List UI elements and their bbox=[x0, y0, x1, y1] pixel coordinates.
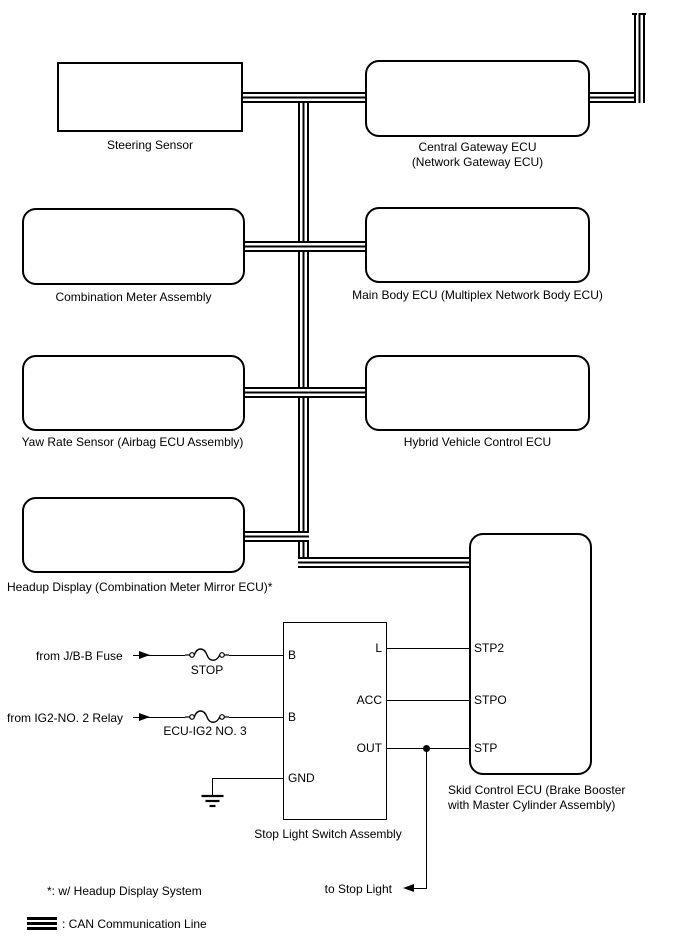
skid-control-label-line1: Skid Control ECU (Brake Booster bbox=[448, 783, 626, 797]
pin-l: L bbox=[375, 641, 382, 655]
central-gateway-box bbox=[365, 60, 590, 137]
pin-gnd: GND bbox=[288, 771, 315, 785]
to-stop-light-label: to Stop Light bbox=[324, 882, 392, 896]
can-line-legend-label: : CAN Communication Line bbox=[62, 917, 207, 931]
wire-l-to-stp2 bbox=[387, 648, 469, 649]
fuse-ecu-ig2-label: ECU-IG2 NO. 3 bbox=[163, 724, 247, 738]
pin-stpo: STPO bbox=[474, 693, 507, 707]
can-line-legend-icon bbox=[27, 917, 57, 930]
from-jbb-fuse-label: from J/B-B Fuse bbox=[36, 649, 123, 663]
main-body-ecu-label: Main Body ECU (Multiplex Network Body EC… bbox=[352, 288, 603, 302]
headup-display-box bbox=[22, 497, 245, 573]
yaw-rate-sensor-label: Yaw Rate Sensor (Airbag ECU Assembly) bbox=[21, 435, 244, 449]
skid-control-ecu-label: Skid Control ECU (Brake Booster with Mas… bbox=[448, 783, 625, 813]
headup-footnote: *: w/ Headup Display System bbox=[47, 884, 202, 898]
arrow-left-stoplight bbox=[403, 884, 414, 892]
wire-gnd-vertical bbox=[212, 778, 213, 795]
main-body-ecu-box bbox=[365, 207, 590, 283]
can-row3-yaw-to-hybrid bbox=[245, 387, 365, 398]
combination-meter-label: Combination Meter Assembly bbox=[55, 290, 212, 304]
yaw-rate-sensor-box bbox=[22, 355, 245, 431]
fuse-symbol-stop bbox=[185, 648, 229, 661]
can-top-cap-left bbox=[632, 13, 637, 15]
arrow-right-ig2 bbox=[139, 713, 150, 721]
can-gateway-right-segment bbox=[590, 92, 645, 103]
can-top-right-vertical bbox=[634, 13, 645, 103]
pin-b2: B bbox=[288, 710, 297, 724]
can-bottom-to-skid bbox=[298, 557, 469, 568]
headup-display-label: Headup Display (Combination Meter Mirror… bbox=[7, 580, 273, 594]
wire-gnd-horizontal bbox=[212, 778, 283, 779]
steering-sensor-box bbox=[57, 62, 243, 132]
central-gateway-label: Central Gateway ECU (Network Gateway ECU… bbox=[365, 140, 590, 170]
pin-stp: STP bbox=[474, 741, 498, 755]
skid-control-label-line2: with Master Cylinder Assembly) bbox=[448, 798, 616, 812]
wire-ig2-right bbox=[229, 717, 283, 718]
can-trunk-vertical bbox=[298, 92, 309, 568]
can-row2-meter-to-mainbody bbox=[245, 241, 365, 252]
fuse-stop-label: STOP bbox=[190, 663, 224, 677]
steering-sensor-label: Steering Sensor bbox=[106, 138, 194, 152]
can-row4-headup-branch bbox=[245, 531, 309, 542]
ground-symbol bbox=[201, 794, 224, 808]
pin-stp2: STP2 bbox=[474, 641, 505, 655]
wire-stoplight-vertical bbox=[426, 748, 427, 888]
skid-control-ecu-box bbox=[469, 533, 592, 775]
central-gateway-label-line2: (Network Gateway ECU) bbox=[411, 155, 544, 169]
wire-acc-to-stpo bbox=[387, 700, 469, 701]
hybrid-vehicle-ecu-label: Hybrid Vehicle Control ECU bbox=[403, 435, 552, 449]
pin-out: OUT bbox=[356, 741, 382, 755]
from-ig2-relay-label: from IG2-NO. 2 Relay bbox=[7, 711, 124, 725]
pin-b1: B bbox=[288, 648, 297, 662]
hybrid-vehicle-ecu-box bbox=[365, 355, 590, 431]
arrow-right-jbb bbox=[139, 651, 150, 659]
fuse-symbol-ecu-ig2 bbox=[185, 710, 229, 723]
pin-acc: ACC bbox=[356, 693, 382, 707]
combination-meter-box bbox=[22, 208, 245, 285]
stop-light-switch-box bbox=[283, 622, 387, 820]
wire-stoplight-horizontal bbox=[413, 888, 427, 889]
wire-ig2-left bbox=[133, 717, 185, 718]
can-top-cap-right bbox=[640, 13, 646, 15]
central-gateway-label-line1: Central Gateway ECU bbox=[418, 140, 537, 154]
wire-jbb-right bbox=[229, 655, 283, 656]
stop-light-switch-label: Stop Light Switch Assembly bbox=[254, 827, 402, 841]
can-row1-steering-to-gateway bbox=[243, 92, 365, 103]
wire-jbb-left bbox=[133, 655, 185, 656]
